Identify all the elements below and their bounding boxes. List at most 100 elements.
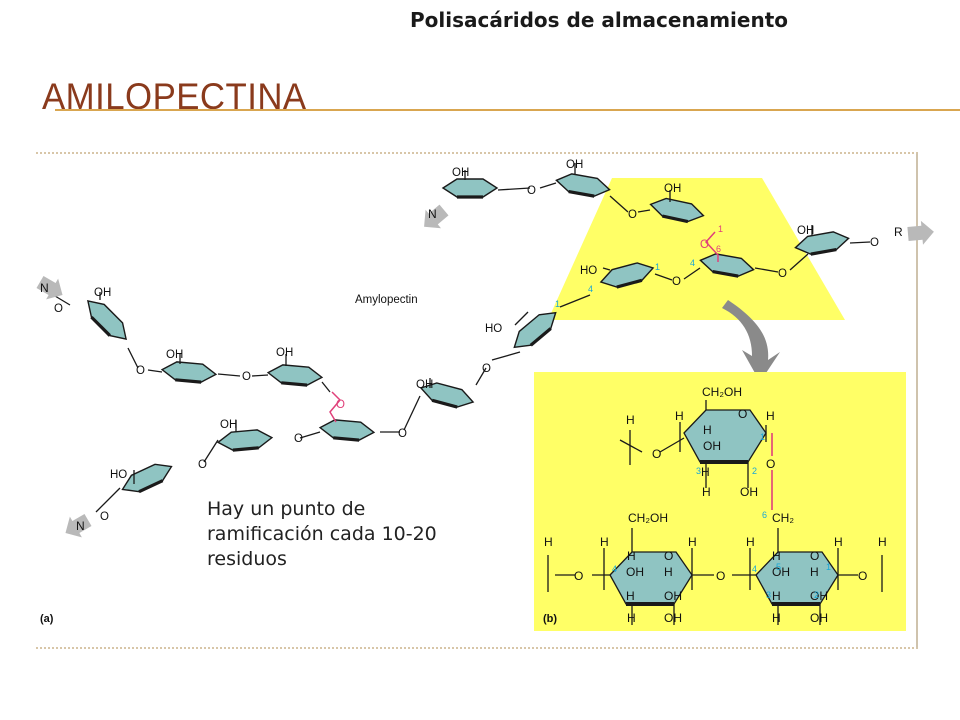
cnum-b-5: 5 (776, 562, 781, 572)
o-b-ring-l: O (664, 549, 673, 563)
o-b-ring-r: O (810, 549, 819, 563)
o-a-3: O (672, 276, 681, 288)
h-b-16: H (810, 565, 819, 579)
zoom-arrow (722, 300, 780, 382)
oh-b-5: OH (664, 589, 682, 603)
o-a-link-2: O (336, 399, 345, 411)
oh-a-8: OH (416, 379, 433, 391)
o-a-9: O (136, 365, 145, 377)
molecule-label: Amylopectin (355, 294, 418, 306)
h-b-14: H (772, 549, 781, 563)
oh-a-1: OH (452, 167, 469, 179)
o-b-2: O (716, 569, 725, 583)
panel-a-chains (54, 163, 871, 513)
oh-b-3: OH (626, 565, 644, 579)
oh-a-9: OH (220, 419, 237, 431)
branching-note: Hay un punto de ramificación cada 10-20 … (207, 497, 507, 572)
o-a-5: O (482, 363, 491, 375)
h-b-8: H (600, 535, 609, 549)
oh-a-3: OH (664, 183, 681, 195)
o-a-7: O (294, 433, 303, 445)
oh-a-6: OH (166, 349, 183, 361)
oh-b-1: OH (703, 439, 721, 453)
o-b-left: O (652, 447, 661, 461)
cnum-b-1r: 1 (826, 562, 831, 572)
oh-b-2: OH (740, 485, 758, 499)
branch-links-a (329, 231, 719, 423)
oh-a-4: OH (797, 225, 814, 237)
ch2oh-b-left: CH₂OH (628, 511, 668, 525)
oh-b-7: OH (664, 611, 682, 625)
cnum-a-1b: 1 (655, 262, 660, 272)
h-b-17: H (626, 589, 635, 603)
h-b-1: H (626, 413, 635, 427)
panel-a-label: (a) (40, 613, 54, 625)
o-b-link: O (766, 457, 775, 471)
h-b-7: H (544, 535, 553, 549)
cnum-b-2: 2 (752, 466, 757, 476)
cnum-a-6: 6 (716, 244, 721, 254)
h-b-13: H (627, 549, 636, 563)
panel-b-label: (b) (543, 613, 557, 625)
ho-a-2: HO (485, 323, 502, 335)
ch2oh-b-top: CH₂OH (702, 385, 742, 399)
note-line-1: Hay un punto de (207, 498, 366, 520)
cnum-b-4l: 4 (612, 564, 617, 574)
header-title: Polisacáridos de almacenamiento (410, 8, 788, 32)
cnum-b-2b: 2 (814, 590, 819, 600)
cnum-b-6: 6 (762, 510, 767, 520)
o-a-10: O (242, 371, 251, 383)
note-line-2: ramificación cada 10-20 (207, 523, 437, 545)
cnum-a-4b: 4 (588, 284, 593, 294)
end-label-r: R (894, 225, 903, 239)
o-a-12: O (100, 511, 109, 523)
oh-b-6: OH (810, 589, 828, 603)
end-label-n-top: N (428, 207, 437, 221)
cnum-a-4: 4 (690, 258, 695, 268)
h-b-3: H (703, 423, 712, 437)
h-b-15: H (664, 565, 673, 579)
cnum-a-1c: 1 (555, 299, 560, 309)
h-b-5: H (701, 465, 710, 479)
cnum-b-4r: 4 (752, 564, 757, 574)
oh-b-8: OH (810, 611, 828, 625)
h-b-10: H (746, 535, 755, 549)
panel-b-structures (547, 400, 883, 625)
ho-a-3: HO (110, 469, 127, 481)
h-b-19: H (627, 611, 636, 625)
o-a-4: O (778, 268, 787, 280)
h-b-18: H (772, 589, 781, 603)
o-b-1: O (574, 569, 583, 583)
h-b-2: H (675, 409, 684, 423)
title-underline (55, 109, 960, 111)
o-b-ring-top: O (738, 407, 747, 421)
oh-a-7: OH (276, 347, 293, 359)
h-b-20: H (772, 611, 781, 625)
cnum-b-3: 3 (696, 466, 701, 476)
oh-a-2: OH (566, 159, 583, 171)
oh-a-5: OH (94, 287, 111, 299)
o-a-2: O (628, 209, 637, 221)
o-a-link-1: O (700, 239, 709, 251)
cnum-b-1: 1 (760, 432, 765, 442)
h-b-12: H (878, 535, 887, 549)
o-a-6: O (398, 428, 407, 440)
end-label-n-left: N (40, 281, 49, 295)
ch2-b-right: CH₂ (772, 511, 794, 525)
o-b-3: O (858, 569, 867, 583)
cnum-b-3b: 3 (766, 590, 771, 600)
o-a-11: O (54, 303, 63, 315)
ho-a-1: HO (580, 265, 597, 277)
o-a-1: O (527, 185, 536, 197)
o-a-13: O (870, 237, 879, 249)
h-b-6: H (702, 485, 711, 499)
h-b-4: H (766, 409, 775, 423)
end-label-n-bottom: N (76, 519, 85, 533)
o-a-8: O (198, 459, 207, 471)
figure-frame (36, 152, 918, 649)
note-line-3: residuos (207, 548, 287, 570)
cnum-a-1: 1 (718, 224, 723, 234)
oh-b-4: OH (772, 565, 790, 579)
h-b-11: H (834, 535, 843, 549)
